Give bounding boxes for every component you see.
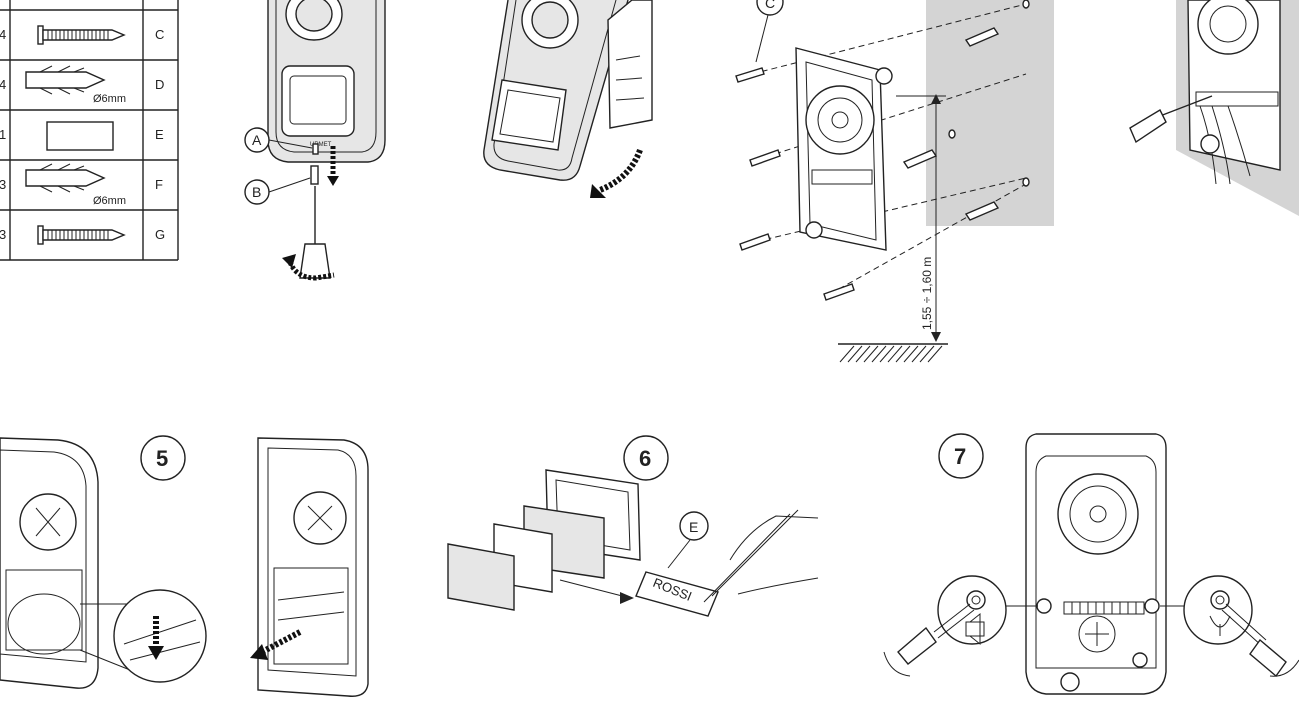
table-qty: 3 [0,177,6,192]
callout-e [679,511,709,541]
callout-a-label: A [252,132,262,148]
table-code: C [155,27,164,42]
callout-b-label: B [252,184,261,200]
screw-icon [37,25,126,45]
table-code: F [155,177,163,192]
name-label-card [635,571,719,617]
speaker-icon [1197,0,1259,55]
table-code: E [155,127,164,142]
callout-c [756,0,784,16]
table-qty: 1 [0,127,6,142]
microphone-icon [1209,615,1231,636]
step-number: 6 [639,446,651,471]
panel-wall-mounting: C 1,55 ÷ 1,60 m [735,0,1054,363]
slide-arrow-icon [260,629,302,655]
step-number-badge [623,435,669,481]
parts-table: 4 4 1 3 3 C D E F G Ø6mm Ø6mm [0,0,179,261]
rotate-arrow-icon [1269,659,1299,677]
callout-e-label: E [689,519,698,535]
step-5: 5 [0,435,369,697]
step-number-badge [938,433,984,479]
step-number-badge [140,435,186,481]
screwdriver-icon [299,186,331,279]
volume-adjust-detail [937,575,1007,645]
table-qty: 4 [0,77,6,92]
plug-diameter: Ø6mm [93,195,126,207]
name-label-card-icon [46,121,114,151]
callout-c-label: C [765,0,775,11]
step-number: 7 [954,444,966,469]
wall-plug-icon [964,201,1000,221]
table-qty: 4 [0,27,6,42]
front-panel [0,437,99,689]
wall-plug-icon [25,163,106,193]
panel-tilt-front [483,0,653,198]
panel-remove-screw: URMET A B [244,0,386,281]
brand-mark: URMET [310,142,332,148]
step-number: 5 [156,446,168,471]
screwdriver-icon [933,603,975,639]
screwdriver-icon [1221,603,1267,647]
wall-plug-icon [25,65,106,95]
step-6: 6 E ROSSI [447,435,819,617]
rotate-arrow-icon [287,260,335,281]
pen-icon [703,509,799,603]
table-qty: 3 [0,227,6,242]
mic-adjust-detail [1183,575,1253,645]
tilt-arrow-icon [598,148,643,193]
speaker-icon [805,85,875,155]
front-window [447,543,515,611]
table-code: D [155,77,164,92]
mounting-height-label: 1,55 ÷ 1,60 m [920,257,934,330]
screw-icon [735,67,765,83]
rotate-arrow-icon [883,651,911,677]
screw-icon [749,149,781,167]
table-code: G [155,227,165,242]
step-7: 7 [883,433,1299,695]
screwdriver-icon [1129,109,1167,144]
screw-icon [739,233,771,251]
detail-magnifier [113,589,207,683]
screw-icon [823,283,855,301]
wall-plug-icon [964,27,1000,47]
screw-icon [37,225,126,245]
speaker-volume-icon [965,612,985,646]
panel-wiring [1129,0,1299,216]
plug-diameter: Ø6mm [93,93,126,105]
